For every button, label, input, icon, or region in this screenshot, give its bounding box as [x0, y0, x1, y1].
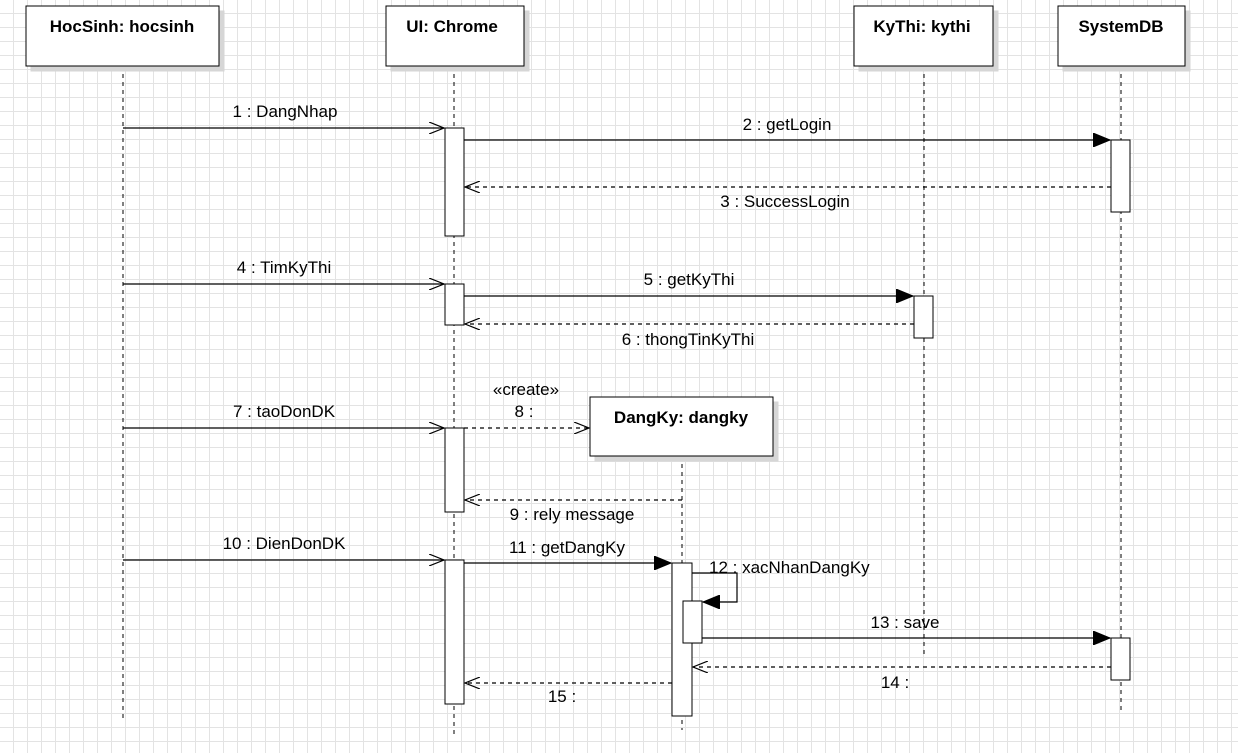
participant-label: HocSinh: hocsinh	[50, 17, 195, 36]
participant-label: SystemDB	[1078, 17, 1163, 36]
activation-systemdb-1	[1110, 139, 1131, 213]
message-8-stereotype: «create»	[493, 380, 559, 399]
message-4-label: 4 : TimKyThi	[237, 258, 331, 277]
participant-systemdb[interactable]: SystemDB	[1057, 5, 1186, 67]
message-10-label: 10 : DienDonDK	[223, 534, 347, 553]
participant-label: DangKy: dangky	[614, 408, 749, 427]
message-9-label: 9 : rely message	[510, 505, 635, 524]
participant-hocsinh[interactable]: HocSinh: hocsinh	[25, 5, 220, 67]
message-8-label: 8 :	[515, 402, 534, 421]
participant-dangky[interactable]: DangKy: dangky	[589, 396, 774, 457]
message-7-label: 7 : taoDonDK	[233, 402, 336, 421]
message-3-label: 3 : SuccessLogin	[720, 192, 849, 211]
message-6-label: 6 : thongTinKyThi	[622, 330, 755, 349]
activation-chrome-4	[444, 559, 465, 705]
activation-dangky-2	[682, 600, 703, 644]
message-5-label: 5 : getKyThi	[644, 270, 735, 289]
activation-systemdb-2	[1110, 637, 1131, 681]
participant-label: UI: Chrome	[406, 17, 498, 36]
participant-label: KyThi: kythi	[873, 17, 970, 36]
participant-kythi[interactable]: KyThi: kythi	[853, 5, 994, 67]
message-2-label: 2 : getLogin	[743, 115, 832, 134]
message-15-label: 15 :	[548, 687, 576, 706]
activation-chrome-1	[444, 127, 465, 237]
message-14-label: 14 :	[881, 673, 909, 692]
activation-chrome-3	[444, 427, 465, 513]
message-13-label: 13 : save	[871, 613, 940, 632]
message-12-label: 12 : xacNhanDangKy	[709, 558, 870, 577]
message-11-label: 11 : getDangKy	[509, 538, 625, 557]
participant-chrome[interactable]: UI: Chrome	[385, 5, 525, 67]
message-12-arrow	[692, 572, 738, 602]
activation-kythi-1	[913, 295, 934, 339]
message-1-label: 1 : DangNhap	[233, 102, 338, 121]
activation-chrome-2	[444, 283, 465, 326]
